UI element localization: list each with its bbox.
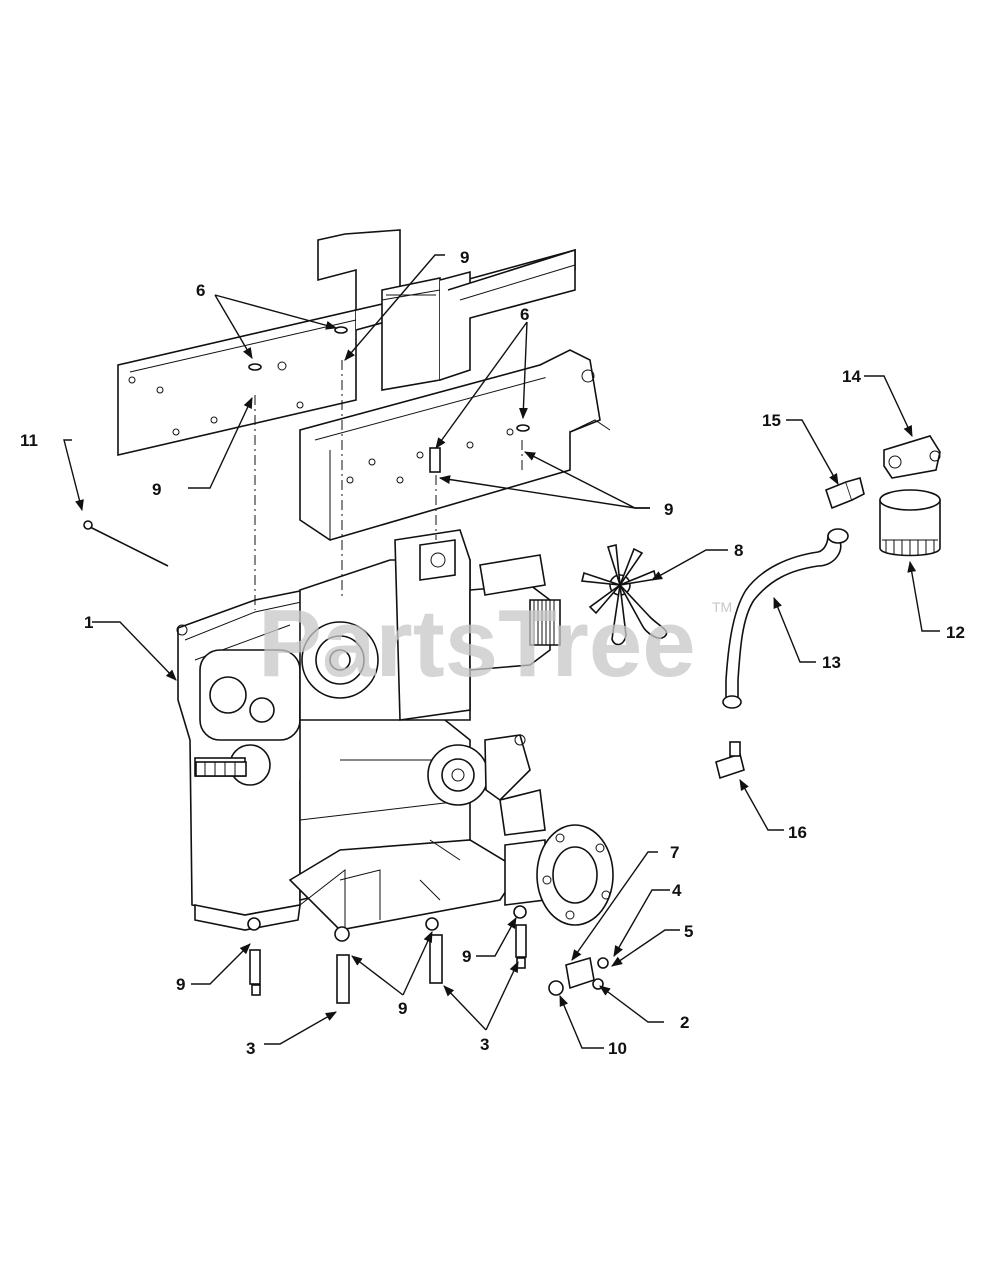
- callout-2: 2: [680, 1013, 689, 1032]
- callout-16: 16: [788, 823, 807, 842]
- callout-9: 9: [460, 248, 469, 267]
- callout-1: 1: [84, 613, 93, 632]
- cooling-fan: [581, 543, 668, 646]
- watermark-text: PartsTree: [258, 590, 696, 697]
- callout-9: 9: [398, 999, 407, 1018]
- callout-5: 5: [684, 922, 693, 941]
- callout-8: 8: [734, 541, 743, 560]
- callout-13: 13: [822, 653, 841, 672]
- callout-15: 15: [762, 411, 781, 430]
- watermark-trademark: TM: [712, 599, 732, 615]
- callout-9: 9: [152, 480, 161, 499]
- leader-lines: [63, 254, 940, 1049]
- callout-14: 14: [842, 367, 861, 386]
- callout-11: 11: [20, 431, 38, 450]
- callout-numbers: 9 6 6 14 15 11 9 9 8 1 12 13 16 7 4 5 9 …: [20, 248, 965, 1058]
- transmission-assembly: [176, 529, 614, 942]
- oil-filter-assembly: [879, 435, 941, 557]
- callout-3: 3: [246, 1039, 255, 1058]
- callout-3: 3: [480, 1035, 489, 1054]
- centerlines: [254, 360, 523, 610]
- callout-6: 6: [196, 281, 205, 300]
- hardware: [83, 326, 609, 1004]
- callout-9: 9: [462, 947, 471, 966]
- oil-hose: [715, 477, 865, 780]
- callout-7: 7: [670, 843, 679, 862]
- callout-9: 9: [664, 500, 673, 519]
- callout-10: 10: [608, 1039, 627, 1058]
- callout-9: 9: [176, 975, 185, 994]
- callout-12: 12: [946, 623, 965, 642]
- callout-6: 6: [520, 305, 529, 324]
- callout-4: 4: [672, 881, 682, 900]
